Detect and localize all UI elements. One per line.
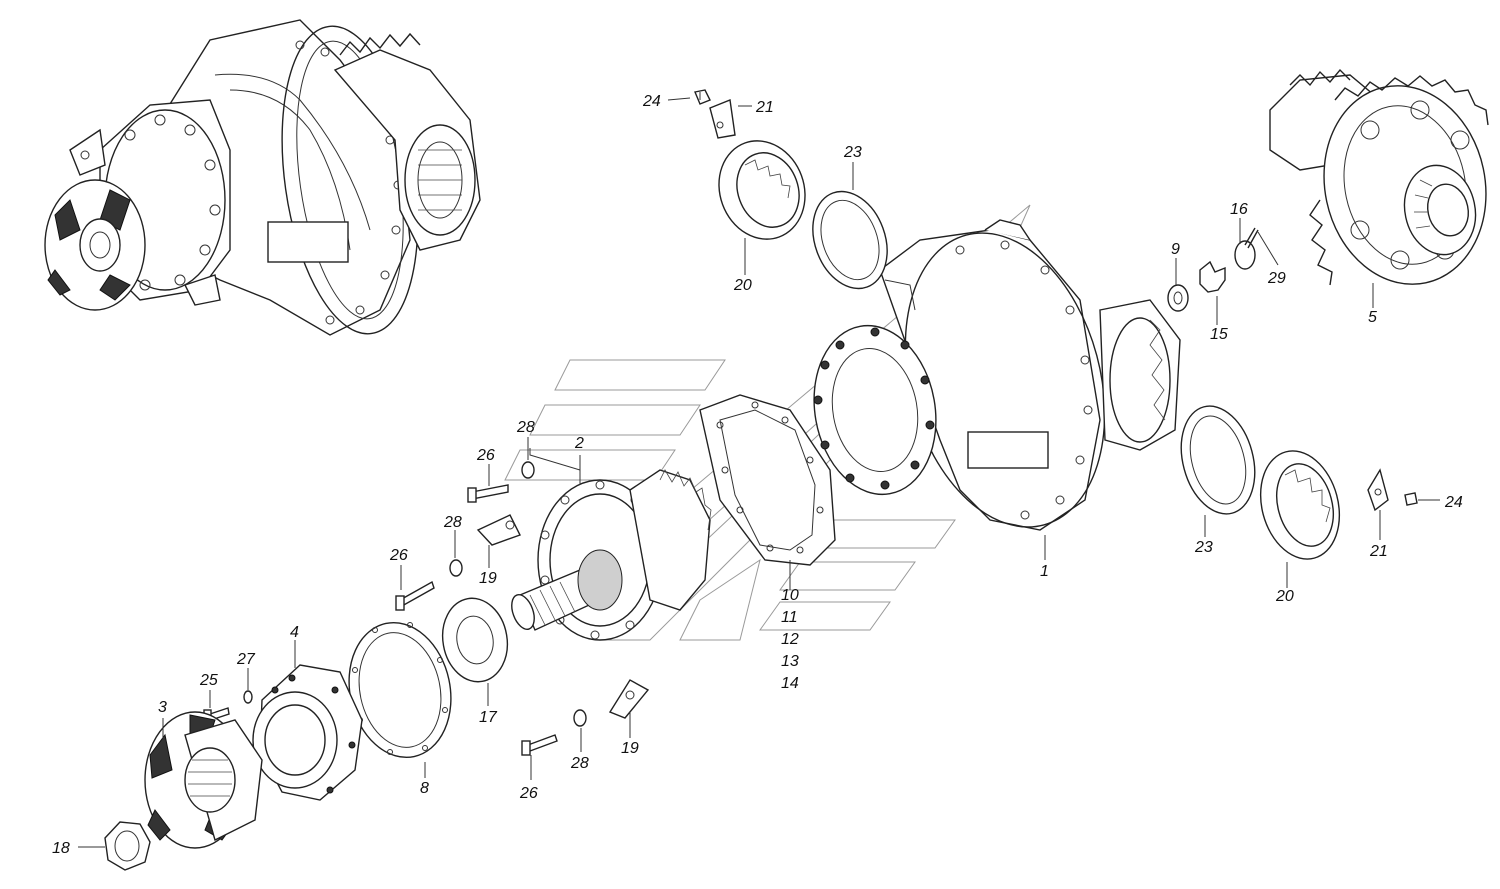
pinion-cage-drawing (511, 469, 712, 641)
callout-24b: 24 (1444, 494, 1463, 511)
callout-2: 2 (574, 435, 584, 452)
callout-4: 4 (290, 624, 299, 641)
differential-assembly-drawing (1269, 68, 1489, 286)
adjusting-nut-bottom-drawing (1180, 405, 1341, 560)
flange-nut-drawing (104, 821, 151, 871)
callout-12: 12 (781, 631, 799, 648)
callout-23a: 23 (843, 144, 862, 161)
small-parts-right (1367, 468, 1418, 512)
callout-1: 1 (1040, 563, 1049, 580)
callout-28a: 28 (516, 419, 535, 436)
small-parts-top (694, 89, 1259, 312)
callout-10: 10 (781, 587, 799, 604)
callout-8: 8 (420, 780, 429, 797)
assembled-axle-drawing (44, 19, 481, 336)
callout-25: 25 (199, 672, 218, 689)
callout-13: 13 (781, 653, 799, 670)
shim-gasket-drawing (699, 394, 836, 566)
pinion-fasteners (395, 461, 650, 756)
callout-21b: 21 (1369, 543, 1388, 560)
callout-5: 5 (1368, 309, 1377, 326)
callout-28b: 28 (443, 514, 462, 531)
spacer-ring-drawing (441, 597, 509, 683)
callout-19a: 19 (479, 570, 497, 587)
callout-15: 15 (1210, 326, 1228, 343)
leader-lines (78, 92, 1440, 848)
callout-26c: 26 (519, 785, 538, 802)
callout-20b: 20 (1275, 588, 1294, 605)
callout-16: 16 (1230, 201, 1248, 218)
callout-14: 14 (781, 675, 799, 692)
callout-17: 17 (479, 709, 498, 726)
callout-24a: 24 (642, 93, 661, 110)
adjusting-nut-top-drawing (718, 140, 888, 290)
cover-gasket-drawing (348, 621, 452, 759)
callout-11: 11 (781, 609, 798, 626)
output-flange-drawing (144, 711, 263, 849)
callout-19b: 19 (621, 740, 639, 757)
callout-18: 18 (52, 840, 70, 857)
callout-28c: 28 (570, 755, 589, 772)
callout-29: 29 (1267, 270, 1286, 287)
callout-27: 27 (236, 651, 256, 668)
callout-3: 3 (158, 699, 167, 716)
callout-21a: 21 (755, 99, 774, 116)
bearing-cover-drawing (252, 664, 363, 801)
callout-26b: 26 (389, 547, 408, 564)
callout-labels: 1 2 3 4 5 8 9 10 11 12 13 14 15 16 17 18… (52, 93, 1463, 857)
callout-9: 9 (1171, 241, 1180, 258)
callout-26a: 26 (476, 447, 495, 464)
callout-20a: 20 (733, 277, 752, 294)
axle-housing-drawing (813, 219, 1181, 531)
callout-23b: 23 (1194, 539, 1213, 556)
